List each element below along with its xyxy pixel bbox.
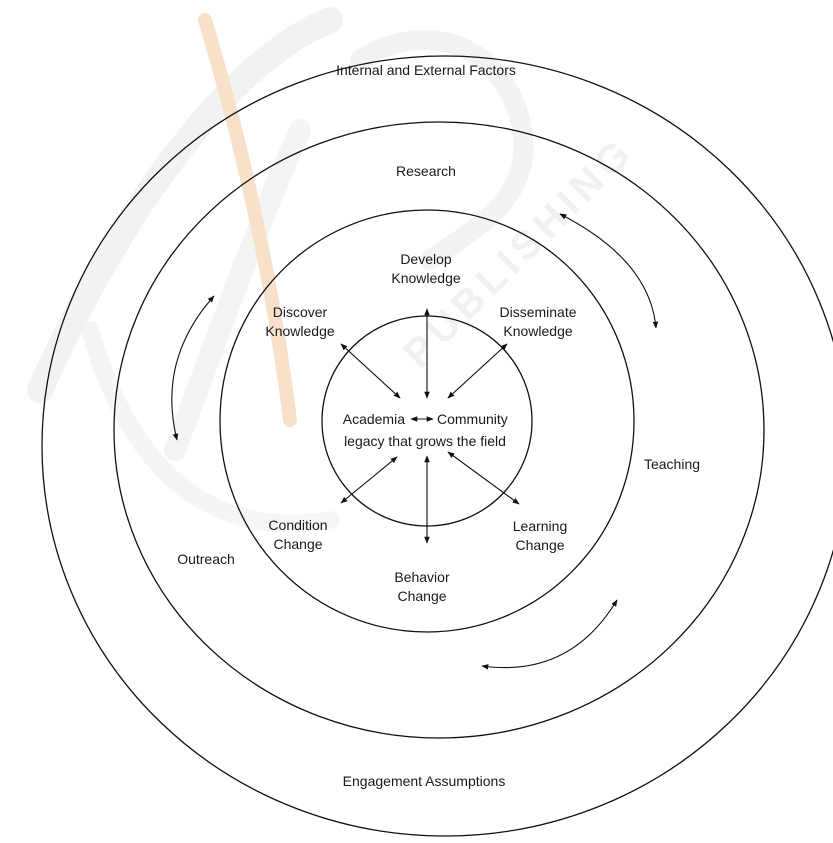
arrow-condition <box>340 456 398 504</box>
node-behavior-change: Behavior Change <box>394 569 450 604</box>
research-label: Research <box>396 163 456 179</box>
svg-text:Change: Change <box>273 536 322 552</box>
node-condition-change: Condition Change <box>268 517 327 552</box>
outer-ring-bottom-label: Engagement Assumptions <box>343 773 506 789</box>
svg-text:Disseminate: Disseminate <box>499 304 576 320</box>
arrow-discover <box>340 343 401 399</box>
node-learning-change: Learning Change <box>513 518 568 553</box>
svg-text:Knowledge: Knowledge <box>391 270 460 286</box>
svg-text:Learning: Learning <box>513 518 568 534</box>
outer-ring-label: Internal and External Factors <box>336 62 516 78</box>
cycle-arrow-left <box>171 295 215 441</box>
center-academia: Academia <box>343 411 405 427</box>
svg-text:Condition: Condition <box>268 517 327 533</box>
svg-text:Knowledge: Knowledge <box>265 323 334 339</box>
teaching-label: Teaching <box>644 456 700 472</box>
arrow-disseminate <box>447 343 508 399</box>
center-community: Community <box>437 411 508 427</box>
research-ring <box>113 121 765 739</box>
outcomes-ring <box>219 209 635 633</box>
outreach-label: Outreach <box>177 551 235 567</box>
cycle-arrow-bottom <box>481 599 618 670</box>
outer-ring <box>41 55 833 837</box>
watermark-logo: PUBLISHING <box>27 7 643 533</box>
cycle-arrow-right-top <box>559 213 659 329</box>
svg-text:Develop: Develop <box>400 251 452 267</box>
center-legacy: legacy that grows the field <box>344 433 506 449</box>
svg-text:Behavior: Behavior <box>394 569 450 585</box>
svg-text:Knowledge: Knowledge <box>503 323 572 339</box>
arrow-learning <box>447 451 520 505</box>
svg-text:Discover: Discover <box>273 304 328 320</box>
node-disseminate-knowledge: Disseminate Knowledge <box>499 304 576 339</box>
svg-text:Change: Change <box>515 537 564 553</box>
node-discover-knowledge: Discover Knowledge <box>265 304 334 339</box>
node-develop-knowledge: Develop Knowledge <box>391 251 460 286</box>
svg-text:Change: Change <box>397 588 446 604</box>
